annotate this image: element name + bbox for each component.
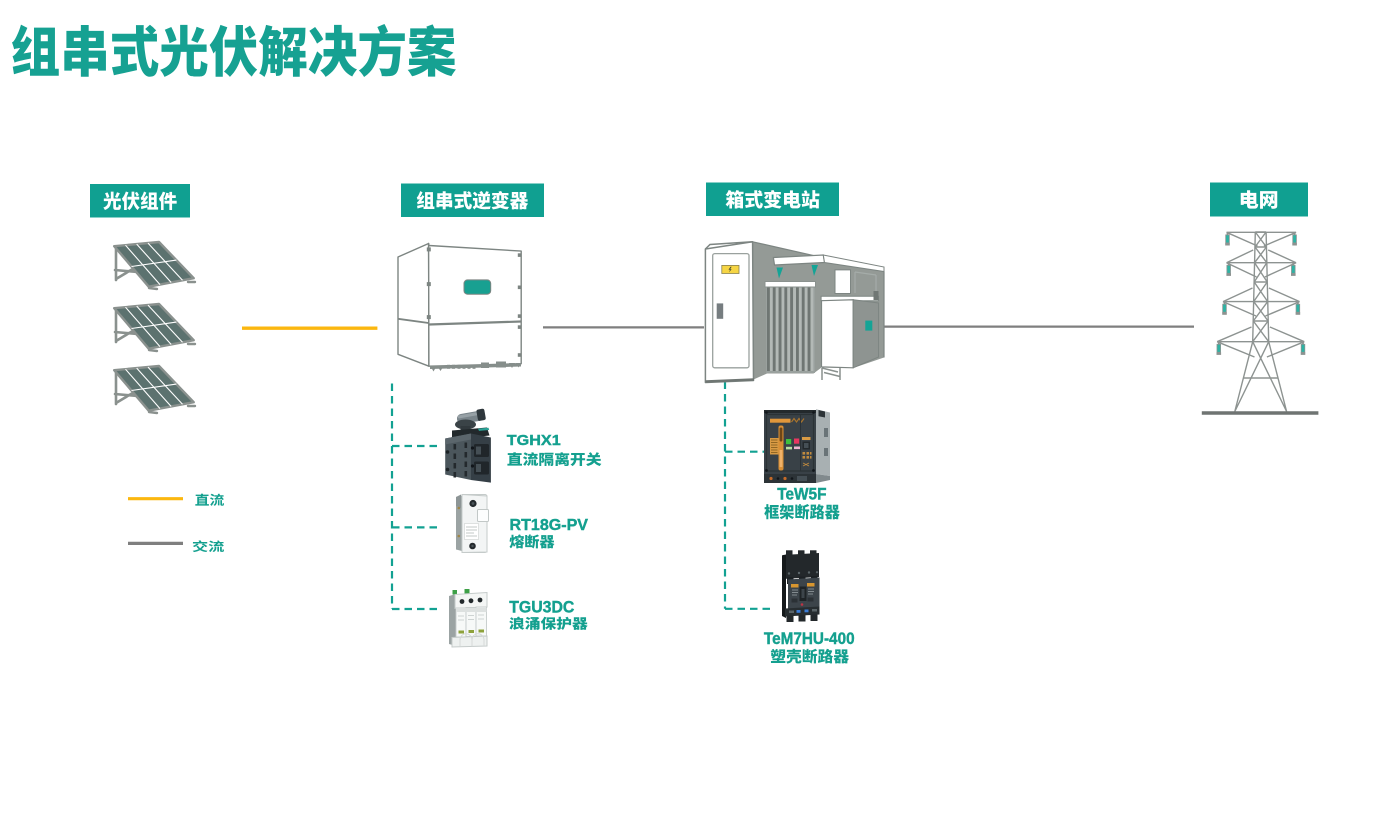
svg-text:TeW5F: TeW5F (777, 485, 826, 504)
svg-text:TeM7HU-400: TeM7HU-400 (764, 629, 855, 648)
svg-text:RT18G-PV: RT18G-PV (510, 517, 589, 534)
svg-text:TGU3DC: TGU3DC (509, 598, 574, 617)
svg-text:TGHX1: TGHX1 (507, 432, 561, 449)
